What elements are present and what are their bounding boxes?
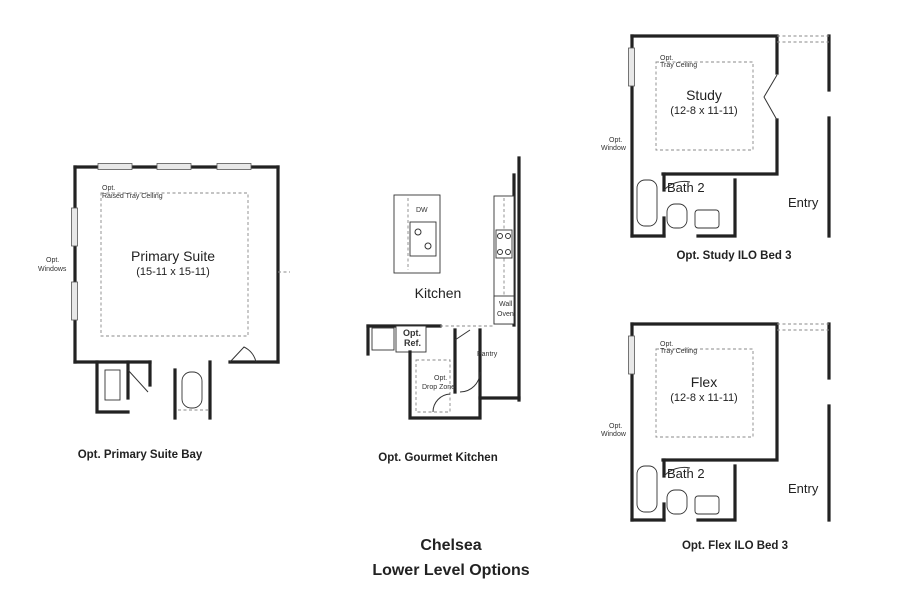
flex-plan <box>628 322 831 522</box>
suite-tray-opt: Opt. <box>102 185 115 192</box>
suite-tray-label: Raised Tray Ceiling <box>102 193 163 200</box>
suite-windows-opt: Opt. <box>46 257 59 264</box>
kitchen-room-name: Kitchen <box>415 285 462 301</box>
kitchen-drop-label: Drop Zone <box>422 384 455 391</box>
plan-subtitle: Lower Level Options <box>372 562 529 579</box>
kitchen-ref-label: Ref. <box>404 338 421 348</box>
kitchen-dw: DW <box>416 207 428 214</box>
kitchen-wall-oven-2: Oven <box>497 311 514 318</box>
flex-room-dims: (12-8 x 11-11) <box>670 392 737 404</box>
flex-entry: Entry <box>788 481 819 496</box>
suite-windows-label: Windows <box>38 266 67 273</box>
study-tray-opt: Opt. <box>660 55 673 62</box>
kitchen-wall-oven-1: Wall <box>499 301 513 308</box>
flex-room-name: Flex <box>691 374 717 390</box>
suite-room-dims: (15-11 x 15-11) <box>136 266 210 278</box>
kitchen-caption: Opt. Gourmet Kitchen <box>378 452 497 464</box>
study-plan <box>628 34 831 238</box>
kitchen-drop-opt: Opt. <box>434 375 447 382</box>
study-window-opt: Opt. <box>609 137 622 144</box>
flex-caption: Opt. Flex ILO Bed 3 <box>682 540 788 552</box>
study-caption: Opt. Study ILO Bed 3 <box>676 250 791 262</box>
plan-title: Chelsea <box>420 537 481 554</box>
study-room-name: Study <box>686 87 722 103</box>
primary-suite-plan <box>71 163 290 420</box>
kitchen-ref-opt: Opt. <box>403 328 421 338</box>
flex-window-label: Window <box>601 431 627 438</box>
study-room-dims: (12-8 x 11-11) <box>670 105 737 117</box>
study-bath: Bath 2 <box>667 180 705 195</box>
flex-tray-label: Tray Ceiling <box>660 348 697 355</box>
study-tray-label: Tray Ceiling <box>660 62 697 69</box>
flex-bath: Bath 2 <box>667 466 705 481</box>
flex-window-opt: Opt. <box>609 423 622 430</box>
kitchen-plan <box>366 156 521 420</box>
suite-room-name: Primary Suite <box>131 248 215 264</box>
flex-tray-opt: Opt. <box>660 341 673 348</box>
study-window-label: Window <box>601 145 627 152</box>
study-entry: Entry <box>788 195 819 210</box>
suite-caption: Opt. Primary Suite Bay <box>78 449 203 461</box>
kitchen-pantry: Pantry <box>477 351 498 358</box>
